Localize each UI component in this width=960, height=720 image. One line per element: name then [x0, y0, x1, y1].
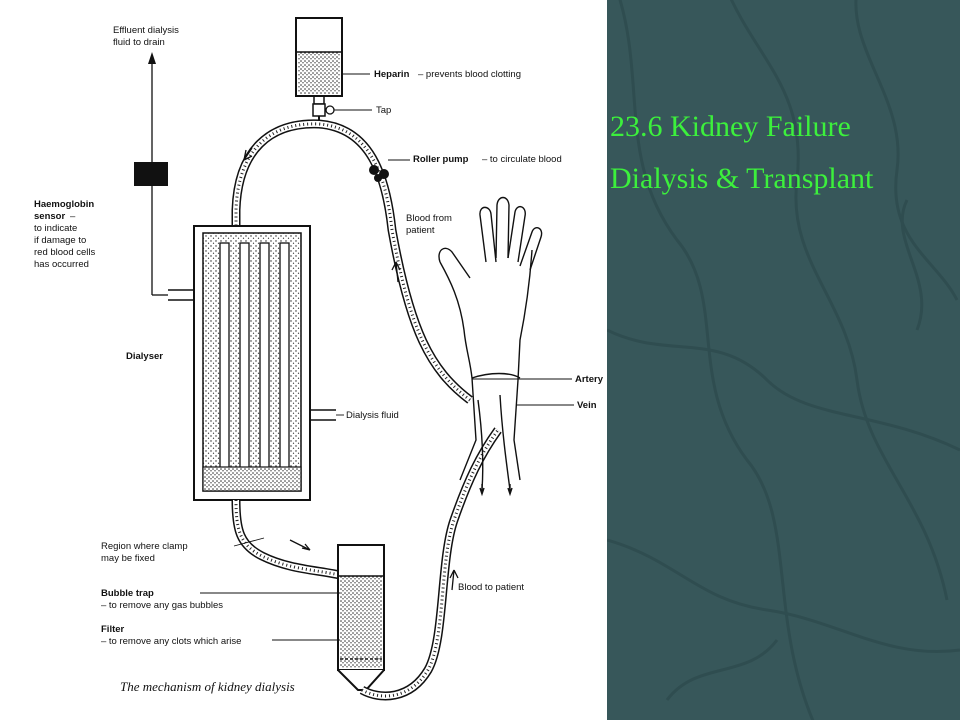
label-heparin: Heparin	[374, 69, 410, 80]
label-effluent-2: fluid to drain	[113, 37, 165, 48]
label-haemoglobin-dash: –	[70, 211, 76, 222]
label-roller-pump: Roller pump	[413, 154, 469, 165]
label-tap: Tap	[376, 105, 391, 116]
background-texture	[607, 0, 960, 720]
label-blood-from-1: Blood from	[406, 213, 452, 224]
label-effluent-1: Effluent dialysis	[113, 25, 179, 36]
label-haemoglobin-1: Haemoglobin	[34, 199, 94, 210]
label-clamp-2: may be fixed	[101, 553, 155, 564]
label-bubble-trap-desc: – to remove any gas bubbles	[101, 600, 223, 611]
label-haemoglobin-5: red blood cells	[34, 247, 96, 258]
label-roller-pump-desc: – to circulate blood	[482, 154, 562, 165]
title-panel: 23.6 Kidney Failure Dialysis & Transplan…	[607, 0, 960, 720]
label-dialysis-fluid: Dialysis fluid	[346, 410, 399, 421]
haemoglobin-sensor	[134, 162, 168, 186]
diagram-panel: Effluent dialysis fluid to drain Heparin…	[34, 17, 604, 701]
label-clamp-1: Region where clamp	[101, 541, 188, 552]
tap-valve	[312, 103, 335, 124]
label-bubble-trap: Bubble trap	[101, 588, 154, 599]
flow-arrow-clamp	[289, 539, 311, 551]
slide-title-line2: Dialysis & Transplant	[610, 162, 874, 195]
bubble-trap	[337, 544, 385, 691]
dialyser	[168, 225, 336, 501]
label-heparin-desc: – prevents blood clotting	[418, 69, 521, 80]
slide-title-line1: 23.6 Kidney Failure	[610, 110, 851, 143]
label-haemoglobin-6: has occurred	[34, 259, 89, 270]
flow-arrow-top	[243, 147, 253, 161]
flow-arrow-return	[449, 569, 459, 591]
leader-lines	[200, 73, 574, 641]
label-haemoglobin-3: to indicate	[34, 223, 77, 234]
label-blood-to-patient: Blood to patient	[458, 582, 524, 593]
diagram-caption: The mechanism of kidney dialysis	[120, 679, 295, 694]
heparin-bottle	[295, 17, 343, 105]
flow-arrow-blood-from	[391, 261, 401, 283]
label-filter: Filter	[101, 624, 125, 635]
label-artery: Artery	[575, 374, 604, 385]
label-haemoglobin-2: sensor	[34, 211, 65, 222]
roller-pump	[369, 165, 389, 182]
label-haemoglobin-4: if damage to	[34, 235, 86, 246]
label-vein: Vein	[577, 400, 597, 411]
kidney-dialysis-diagram: Effluent dialysis fluid to drain Heparin…	[34, 17, 604, 701]
label-filter-desc: – to remove any clots which arise	[101, 636, 241, 647]
label-dialyser: Dialyser	[126, 351, 163, 362]
patient-arm	[438, 196, 543, 497]
label-blood-from-2: patient	[406, 225, 435, 236]
